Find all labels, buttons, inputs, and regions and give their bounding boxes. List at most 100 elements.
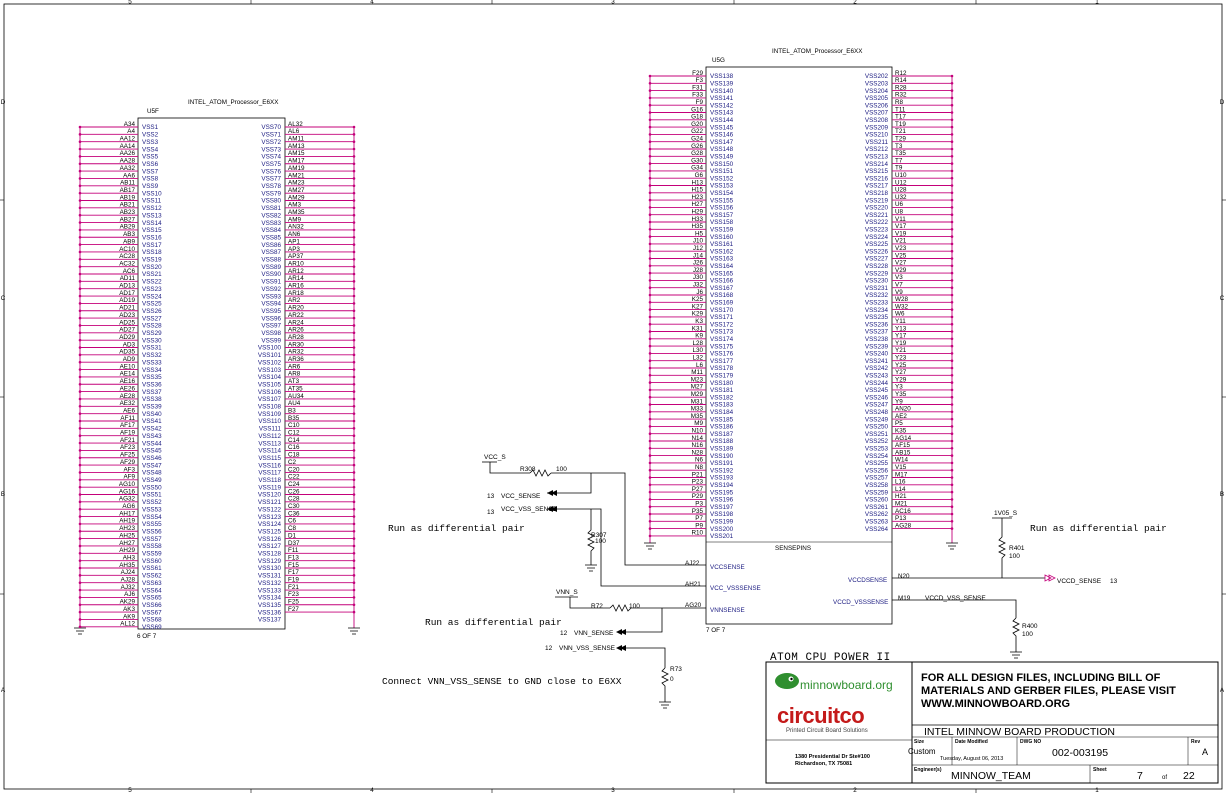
pin-number: M17 xyxy=(895,471,908,478)
pin-signal: VSS42 xyxy=(142,426,162,433)
pin-ag20: AG20 xyxy=(685,602,702,609)
pin-number: AB17 xyxy=(120,187,136,194)
junction-dot xyxy=(352,258,356,261)
pin-number: AD21 xyxy=(119,305,135,312)
pin-signal: VSS5 xyxy=(142,154,159,161)
junction-dot xyxy=(352,566,356,570)
junction-dot xyxy=(352,537,356,540)
ground-icon xyxy=(348,627,360,635)
pin-signal: VSS226 xyxy=(865,248,889,255)
pin-signal: VSS83 xyxy=(261,220,281,227)
pin-signal: VSS69 xyxy=(142,624,162,631)
junction-dot xyxy=(648,388,652,392)
pin-signal: VSS14 xyxy=(142,220,162,227)
junction-dot xyxy=(648,89,652,92)
pin-number: Y27 xyxy=(895,369,907,376)
sheet-title: ATOM CPU POWER II xyxy=(770,652,891,664)
pin-number: AR10 xyxy=(288,260,304,267)
junction-dot xyxy=(950,133,954,136)
pin-number: AE16 xyxy=(120,378,136,385)
pin-signal: VSS145 xyxy=(710,124,734,131)
title-block: ATOM CPU POWER II minnowboard.org circui… xyxy=(765,652,1219,784)
pin-signal: VSS154 xyxy=(710,190,734,197)
frame-row-label-right: B xyxy=(1220,491,1224,498)
ground-icon xyxy=(946,542,958,550)
pin-number: AR30 xyxy=(288,341,304,348)
pin-number: H5 xyxy=(695,230,704,237)
pin-signal: VSS121 xyxy=(258,499,282,506)
r401-ref: R401 xyxy=(1009,545,1025,552)
pin-signal: VSS151 xyxy=(710,168,734,175)
frame-row-label-left: C xyxy=(1,295,6,302)
pin-number: AD17 xyxy=(119,290,135,297)
pin-signal: VSS200 xyxy=(710,526,734,533)
junction-dot xyxy=(78,493,82,496)
pin-number: AK9 xyxy=(123,613,135,620)
pin-number: C2 xyxy=(288,459,297,466)
pin-number: C24 xyxy=(288,481,300,488)
pin-signal: VSS196 xyxy=(710,497,734,504)
pin-signal: VSS152 xyxy=(710,175,734,182)
junction-dot xyxy=(78,133,82,136)
note-diff-pair-1: Run as differential pair xyxy=(388,523,525,534)
pin-signal: VSS243 xyxy=(865,373,889,380)
pin-number: AM21 xyxy=(288,172,305,179)
pin-number: AR22 xyxy=(288,312,304,319)
pin-signal: VSS256 xyxy=(865,467,889,474)
pin-signal: VSS255 xyxy=(865,460,889,467)
junction-dot xyxy=(78,155,82,158)
pin-signal: VSS1 xyxy=(142,124,159,131)
sig-vccsense: VCCSENSE xyxy=(710,564,745,571)
junction-dot xyxy=(352,169,356,173)
pin-number: G22 xyxy=(691,128,703,135)
pin-signal: VSS58 xyxy=(142,543,162,550)
junction-dot xyxy=(78,412,82,415)
junction-dot xyxy=(648,425,652,428)
brand-tagline: Printed Circuit Board Solutions xyxy=(786,728,868,734)
pin-number: AG32 xyxy=(119,496,136,503)
pin-number: Y35 xyxy=(895,391,907,398)
date-label: Date Modified xyxy=(955,739,988,745)
pin-number: N28 xyxy=(691,449,703,456)
pin-signal: VSS30 xyxy=(142,337,162,344)
junction-dot xyxy=(950,454,954,457)
pin-signal: VSS216 xyxy=(865,175,889,182)
pin-number: AP3 xyxy=(288,246,300,253)
pin-number: AK29 xyxy=(120,599,136,606)
junction-dot xyxy=(352,243,356,246)
pin-number: AM17 xyxy=(288,158,305,165)
junction-dot xyxy=(950,417,954,421)
pin-number: AB19 xyxy=(120,194,136,201)
junction-dot xyxy=(352,559,356,562)
junction-dot xyxy=(78,302,82,305)
junction-dot xyxy=(78,360,82,364)
junction-dot xyxy=(950,147,954,151)
pin-signal: VSS148 xyxy=(710,146,734,153)
pin-number: W28 xyxy=(895,296,908,303)
pin-number: F31 xyxy=(692,84,703,91)
pin-signal: VSS166 xyxy=(710,278,734,285)
pin-signal: VSS213 xyxy=(865,154,889,161)
pin-number: V29 xyxy=(895,267,907,274)
pin-number: AA6 xyxy=(123,172,135,179)
junction-dot xyxy=(648,352,652,355)
minnow-fish-icon xyxy=(775,673,799,689)
pin-number: AP1 xyxy=(288,238,300,245)
junction-dot xyxy=(352,133,356,136)
frame-column-label-bottom: 1 xyxy=(1095,787,1099,793)
pin-signal: VSS72 xyxy=(261,139,281,146)
junction-dot xyxy=(78,522,82,526)
junction-dot xyxy=(78,353,82,357)
frame-column-label-bottom: 3 xyxy=(611,787,615,793)
junction-dot xyxy=(950,125,954,129)
pin-signal: VSS237 xyxy=(865,329,889,336)
pin-signal: VSS21 xyxy=(142,271,162,278)
pin-signal: VSS25 xyxy=(142,301,162,308)
pin-signal: VSS168 xyxy=(710,292,734,299)
pin-number: AR32 xyxy=(288,349,304,356)
pin-signal: VSS9 xyxy=(142,183,159,190)
junction-dot xyxy=(78,427,82,430)
pin-number: AD3 xyxy=(123,341,136,348)
pin-signal: VSS38 xyxy=(142,396,162,403)
